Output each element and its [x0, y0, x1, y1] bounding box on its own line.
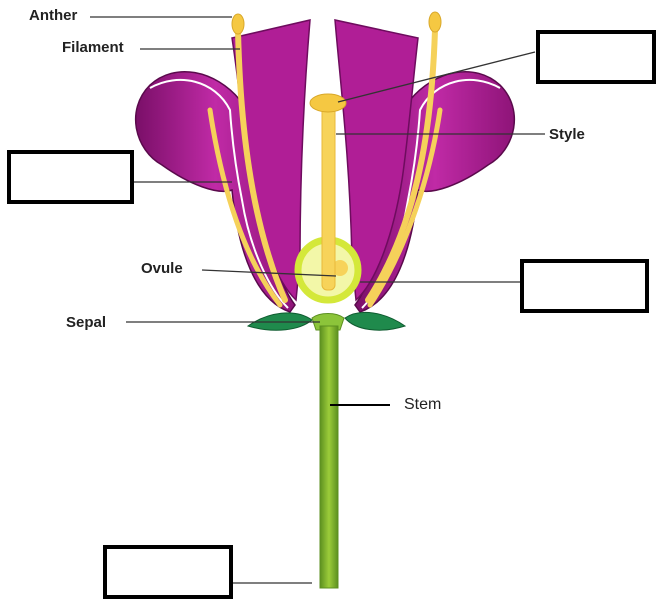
- sepal-label: Sepal: [66, 314, 106, 331]
- right-sepal: [345, 312, 405, 330]
- style-label: Style: [549, 126, 585, 143]
- stem-label: Stem: [404, 396, 441, 414]
- style: [322, 105, 335, 290]
- filament-label: Filament: [62, 39, 124, 56]
- left-anther: [232, 14, 244, 34]
- ovary-blank-box[interactable]: [520, 259, 649, 313]
- stigma-blank-box[interactable]: [536, 30, 656, 84]
- receptacle-blank-box[interactable]: [103, 545, 233, 599]
- stem: [320, 326, 338, 588]
- right-anther: [429, 12, 441, 32]
- anther-label: Anther: [29, 7, 77, 24]
- petal-blank-box[interactable]: [7, 150, 134, 204]
- stigma: [310, 94, 346, 112]
- ovule-label: Ovule: [141, 260, 183, 277]
